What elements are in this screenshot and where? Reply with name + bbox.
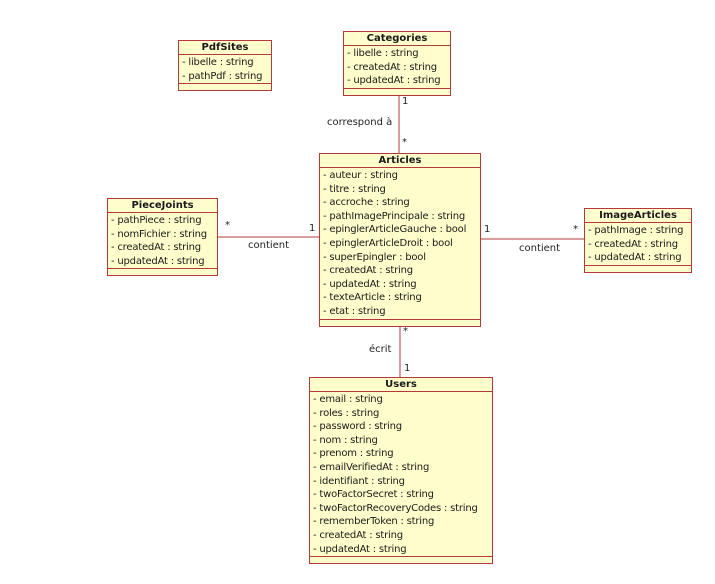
attribute: - email : string bbox=[313, 394, 383, 405]
association-label-contient-piecejoints: contient bbox=[248, 240, 290, 251]
attribute-list: - pathImage : string - createdAt : strin… bbox=[585, 223, 691, 265]
attribute: - updatedAt : string bbox=[111, 255, 205, 267]
class-name: Users bbox=[310, 378, 492, 392]
attribute: - roles : string bbox=[313, 407, 380, 419]
attribute: - pathPiece : string bbox=[111, 215, 202, 226]
attribute: - pathImage : string bbox=[588, 225, 684, 236]
attribute: - pathPdf : string bbox=[182, 70, 263, 82]
class-categories[interactable]: Categories - libelle : string - createdA… bbox=[343, 31, 451, 96]
attribute: - etat : string bbox=[323, 305, 386, 317]
association-label-correspond: correspond à bbox=[327, 117, 393, 128]
operations-compartment bbox=[179, 83, 271, 90]
attribute: - epinglerArticleDroit : bool bbox=[323, 237, 453, 249]
attribute: - rememberToken : string bbox=[313, 516, 435, 528]
association-label-contient-imagearticles: contient bbox=[519, 243, 561, 254]
attribute-list: - pathPiece : string - nomFichier : stri… bbox=[108, 213, 217, 268]
operations-compartment bbox=[320, 318, 480, 326]
multiplicity: * bbox=[573, 224, 578, 235]
attribute: - updatedAt : string bbox=[588, 252, 682, 264]
attribute: - auteur : string bbox=[323, 170, 398, 181]
operations-compartment bbox=[310, 556, 492, 563]
attribute: - nomFichier : string bbox=[111, 228, 207, 240]
attribute: - updatedAt : string bbox=[313, 543, 407, 555]
attribute: - nom : string bbox=[313, 434, 378, 446]
attribute: - identifiant : string bbox=[313, 475, 405, 487]
class-piecejoints[interactable]: PieceJoints - pathPiece : string - nomFi… bbox=[107, 198, 218, 277]
attribute: - accroche : string bbox=[323, 197, 410, 209]
association-label-ecrit: écrit bbox=[369, 344, 392, 355]
attribute: - createdAt : string bbox=[111, 242, 201, 254]
operations-compartment bbox=[108, 268, 217, 275]
attribute: - updatedAt : string bbox=[347, 75, 441, 87]
multiplicity: * bbox=[402, 137, 407, 148]
multiplicity: * bbox=[225, 220, 230, 231]
attribute-list: - libelle : string - createdAt : string … bbox=[344, 46, 450, 88]
attribute: - password : string bbox=[313, 421, 402, 433]
attribute: - emailVerifiedAt : string bbox=[313, 461, 430, 473]
multiplicity: * bbox=[403, 326, 408, 337]
attribute: - superEpingler : bool bbox=[323, 251, 426, 263]
multiplicity: 1 bbox=[402, 96, 409, 107]
attribute: - twoFactorRecoveryCodes : string bbox=[313, 502, 478, 514]
class-articles[interactable]: Articles - auteur : string - titre : str… bbox=[319, 153, 481, 327]
attribute: - epinglerArticleGauche : bool bbox=[323, 224, 467, 236]
attribute: - prenom : string bbox=[313, 448, 394, 460]
attribute-list: - auteur : string - titre : string - acc… bbox=[320, 168, 480, 319]
multiplicity: 1 bbox=[484, 224, 491, 235]
attribute: - createdAt : string bbox=[347, 61, 437, 73]
attribute: - texteArticle : string bbox=[323, 292, 422, 304]
class-users[interactable]: Users - email : string - roles : string … bbox=[309, 377, 493, 565]
attribute: - libelle : string bbox=[347, 48, 419, 59]
attribute: - titre : string bbox=[323, 183, 386, 195]
attribute-list: - email : string - roles : string - pass… bbox=[310, 392, 492, 556]
attribute: - updatedAt : string bbox=[323, 278, 417, 290]
operations-compartment bbox=[344, 87, 450, 95]
attribute: - createdAt : string bbox=[323, 265, 413, 277]
class-name: Categories bbox=[344, 32, 450, 46]
class-imagearticles[interactable]: ImageArticles - pathImage : string - cre… bbox=[584, 208, 692, 273]
class-name: Articles bbox=[320, 154, 480, 168]
class-name: PieceJoints bbox=[108, 199, 217, 213]
attribute-list: - libelle : string - pathPdf : string bbox=[179, 55, 271, 83]
class-pdfsites[interactable]: PdfSites - libelle : string - pathPdf : … bbox=[178, 40, 272, 92]
multiplicity: 1 bbox=[309, 223, 316, 234]
attribute: - twoFactorSecret : string bbox=[313, 489, 434, 501]
attribute: - libelle : string bbox=[182, 57, 254, 68]
attribute: - pathImagePrincipale : string bbox=[323, 210, 466, 222]
class-name: PdfSites bbox=[179, 41, 271, 55]
attribute: - createdAt : string bbox=[313, 529, 403, 541]
class-name: ImageArticles bbox=[585, 209, 691, 223]
operations-compartment bbox=[585, 264, 691, 272]
multiplicity: 1 bbox=[404, 363, 411, 374]
attribute: - createdAt : string bbox=[588, 238, 678, 250]
